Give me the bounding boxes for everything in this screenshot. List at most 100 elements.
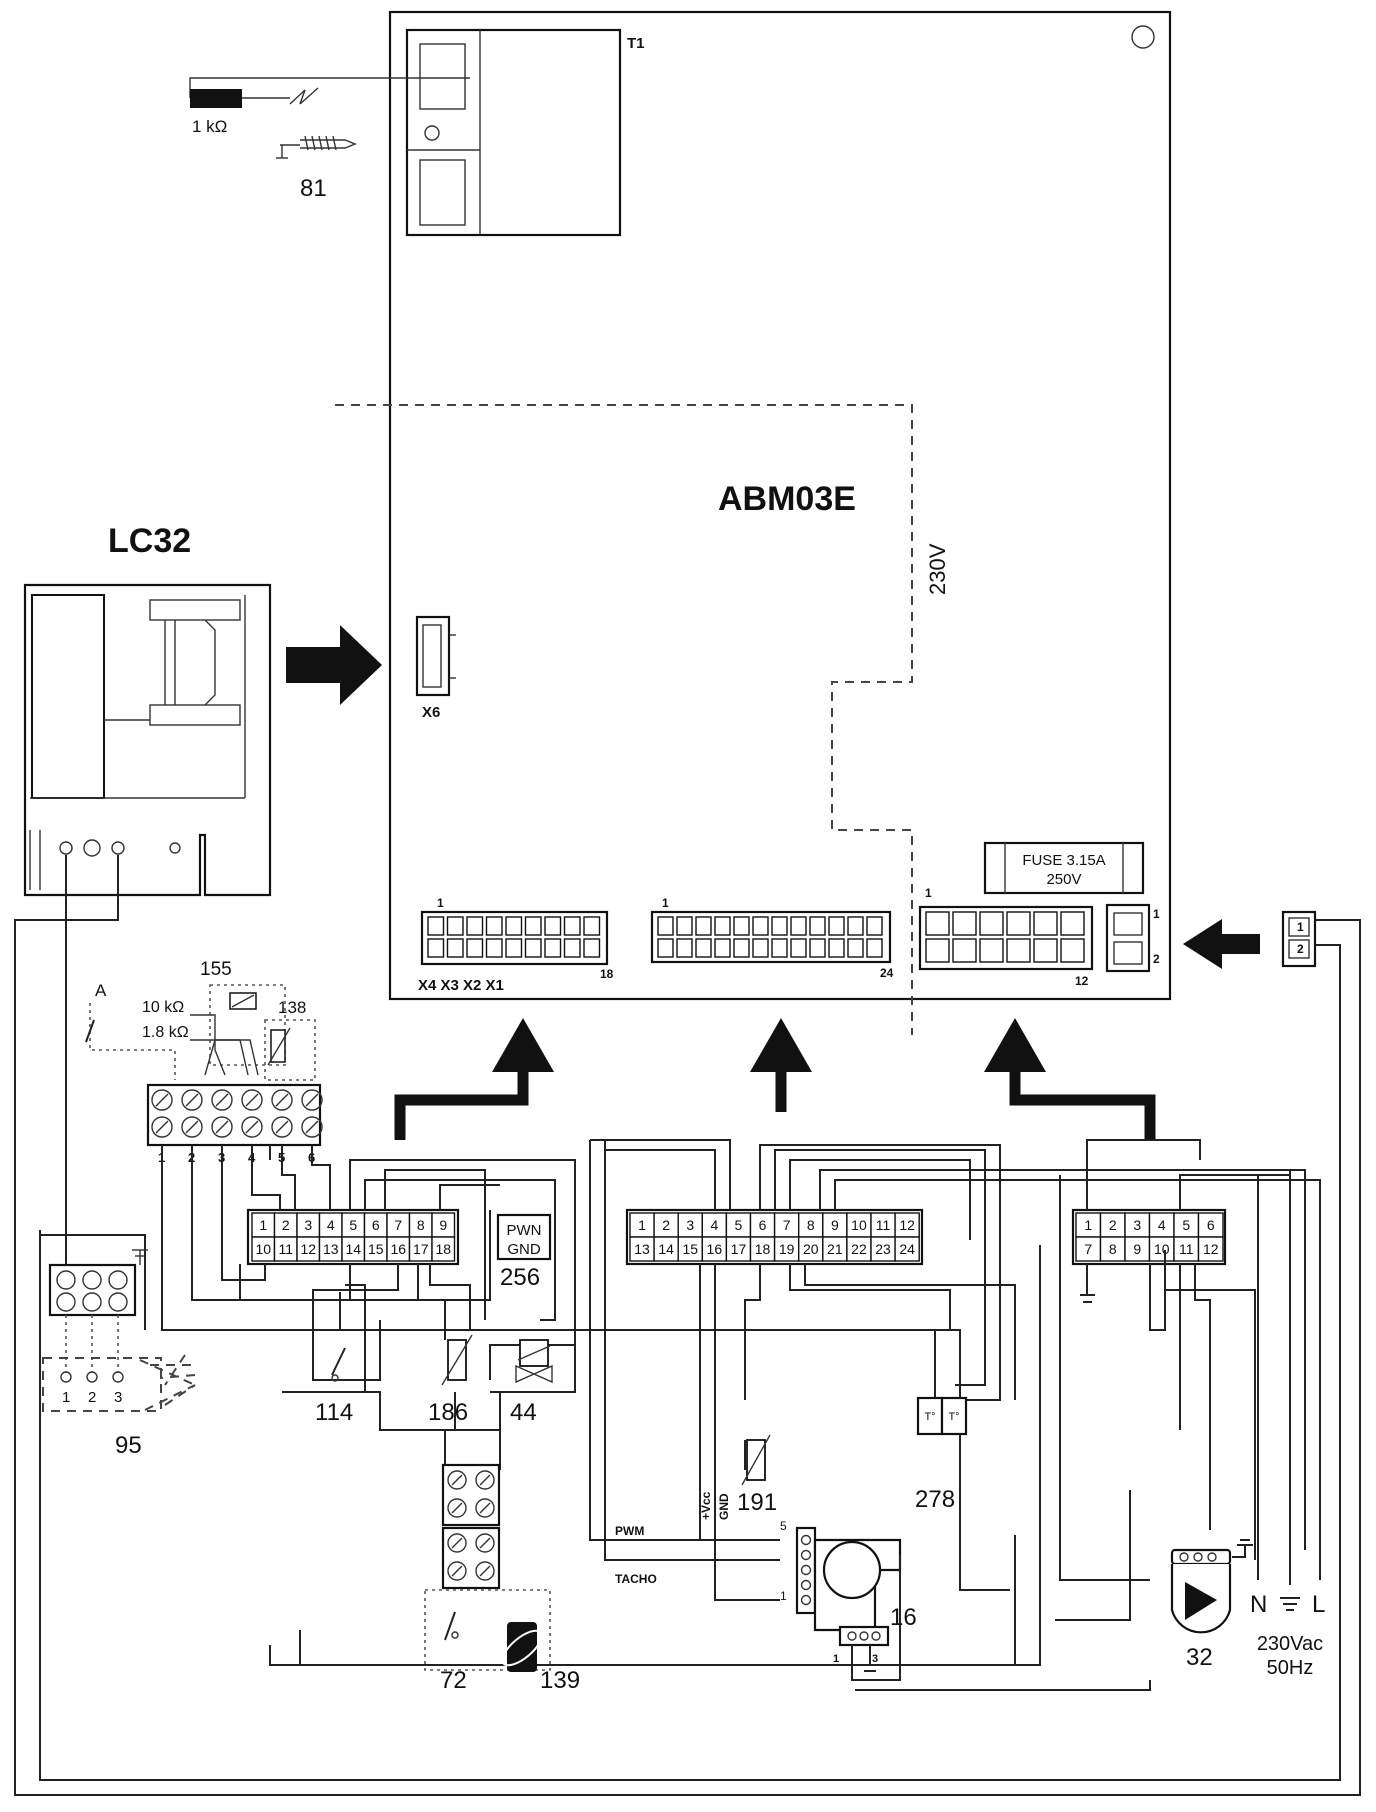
board-name: ABM03E bbox=[718, 480, 856, 518]
x-connector-cell bbox=[524, 916, 542, 936]
terminal-screw bbox=[475, 1498, 495, 1518]
voltage-zone-label: 230V bbox=[925, 543, 950, 595]
component-138-label: 138 bbox=[278, 998, 306, 1017]
x-connector-cell bbox=[563, 916, 581, 936]
block-12-pin-label: 2 bbox=[1109, 1217, 1117, 1233]
block-24-pin-label: 20 bbox=[803, 1241, 819, 1257]
lc32-insert-arrow bbox=[286, 625, 382, 705]
x-connector-cell bbox=[544, 916, 562, 936]
x-connector-labels: X4 X3 X2 X1 bbox=[418, 977, 504, 994]
arrow-up-left bbox=[492, 1018, 554, 1072]
lc32-module bbox=[23, 583, 272, 897]
terminal-screw bbox=[447, 1561, 467, 1581]
fan-pin bbox=[86, 1371, 98, 1383]
block-12-pin-label: 7 bbox=[1084, 1241, 1092, 1257]
power-connector-cell bbox=[1006, 911, 1031, 936]
terminal-screw bbox=[301, 1116, 323, 1138]
block-24-pin-label: 7 bbox=[783, 1217, 791, 1233]
block-24-pin-label: 23 bbox=[875, 1241, 891, 1257]
block-12-pin-label: 3 bbox=[1133, 1217, 1141, 1233]
component-32-label: 32 bbox=[1186, 1644, 1213, 1671]
sensor-138 bbox=[264, 1019, 316, 1081]
block-24-pin-label: 12 bbox=[899, 1217, 915, 1233]
block-12-cell bbox=[1124, 1212, 1151, 1238]
block-24-pin-label: 5 bbox=[735, 1217, 743, 1233]
x-connector-cell bbox=[563, 938, 581, 958]
connector-24-cell bbox=[714, 916, 731, 936]
fan-ground-pin-3: 3 bbox=[872, 1653, 878, 1665]
x-connector-cell bbox=[583, 938, 601, 958]
x-connector-cell bbox=[583, 916, 601, 936]
component-186-label: 186 bbox=[428, 1399, 468, 1426]
block-24-cell bbox=[629, 1236, 655, 1262]
block-18-pin-label: 3 bbox=[304, 1217, 312, 1233]
aux-pin-1: 1 bbox=[1153, 907, 1160, 921]
connector-24-cell bbox=[733, 916, 750, 936]
block-24-pin-label: 13 bbox=[634, 1241, 650, 1257]
component-155-label: 155 bbox=[200, 959, 232, 980]
terminal-screw bbox=[241, 1116, 263, 1138]
block-24-cell bbox=[798, 1236, 824, 1262]
connector-24-cell bbox=[809, 938, 826, 958]
arrow-up-middle bbox=[750, 1018, 812, 1072]
block-12-pin-label: 4 bbox=[1158, 1217, 1166, 1233]
label-a: A bbox=[95, 981, 107, 1000]
block-24-pin-label: 16 bbox=[707, 1241, 723, 1257]
mounting-hole bbox=[1131, 25, 1155, 49]
mains-frequency: 50Hz bbox=[1267, 1657, 1314, 1679]
fan-16-pin bbox=[800, 1564, 812, 1576]
component-81-label: 81 bbox=[300, 175, 327, 202]
block-24-cell bbox=[653, 1236, 679, 1262]
block-12-cell bbox=[1124, 1236, 1151, 1262]
connector-24-cell bbox=[733, 938, 750, 958]
connector-24-cell bbox=[828, 916, 845, 936]
mains-pin-2: 2 bbox=[1297, 942, 1304, 956]
power-connector-cell bbox=[1033, 911, 1058, 936]
resistor-10k-label: 10 kΩ bbox=[142, 999, 184, 1016]
pwm-label: PWM bbox=[615, 1524, 644, 1538]
block-12-pin-label: 8 bbox=[1109, 1241, 1117, 1257]
sensor-191 bbox=[741, 1434, 771, 1486]
block-24-cell bbox=[749, 1236, 776, 1262]
block-24-pin-label: 15 bbox=[682, 1241, 698, 1257]
resistor-1-8k-label: 1.8 kΩ bbox=[142, 1024, 189, 1041]
power-connector-cell bbox=[979, 938, 1004, 963]
connector-24-cell bbox=[752, 938, 769, 958]
block-18-pin-label: 13 bbox=[323, 1241, 339, 1257]
x-connector-cell bbox=[485, 938, 503, 958]
fan-pin-label: 3 bbox=[114, 1389, 122, 1406]
block-24-pin-label: 21 bbox=[827, 1241, 843, 1257]
block-18-pin-label: 7 bbox=[394, 1217, 402, 1233]
block-12-pin-label: 10 bbox=[1154, 1241, 1170, 1257]
block-24-cell bbox=[677, 1236, 704, 1262]
connector-24-cell bbox=[676, 916, 693, 936]
switch-114 bbox=[331, 1347, 346, 1382]
power-connector-cell bbox=[952, 938, 977, 963]
x-connector-cell bbox=[505, 916, 523, 936]
fan-terminal-screw bbox=[108, 1270, 128, 1290]
valve-44 bbox=[515, 1339, 553, 1384]
power-connector-cell bbox=[1033, 938, 1058, 963]
component-114-label: 114 bbox=[315, 1399, 353, 1426]
x4-pin-first: 1 bbox=[437, 896, 444, 910]
block-18-pin-label: 5 bbox=[349, 1217, 357, 1233]
block-12-cell bbox=[1075, 1236, 1102, 1262]
block-24-pin-label: 19 bbox=[779, 1241, 795, 1257]
block-24-pin-label: 6 bbox=[759, 1217, 767, 1233]
block-12-pin-label: 1 bbox=[1084, 1217, 1092, 1233]
connector-24-cell bbox=[809, 916, 826, 936]
block-18-pin-label: 14 bbox=[345, 1241, 361, 1257]
block-18-pin-label: 6 bbox=[372, 1217, 380, 1233]
block-24-pin-label: 18 bbox=[755, 1241, 771, 1257]
terminal-screw bbox=[241, 1089, 263, 1111]
block-12-pin-label: 12 bbox=[1203, 1241, 1219, 1257]
fuse-rating: FUSE 3.15A bbox=[1022, 852, 1105, 869]
terminal-screw bbox=[301, 1089, 323, 1111]
sensor-278 bbox=[916, 1396, 968, 1436]
connector-24-cell bbox=[714, 938, 731, 958]
x4-pin-last: 18 bbox=[600, 967, 614, 981]
component-95-label: 95 bbox=[115, 1432, 142, 1459]
fan-terminal-screw bbox=[56, 1292, 76, 1312]
